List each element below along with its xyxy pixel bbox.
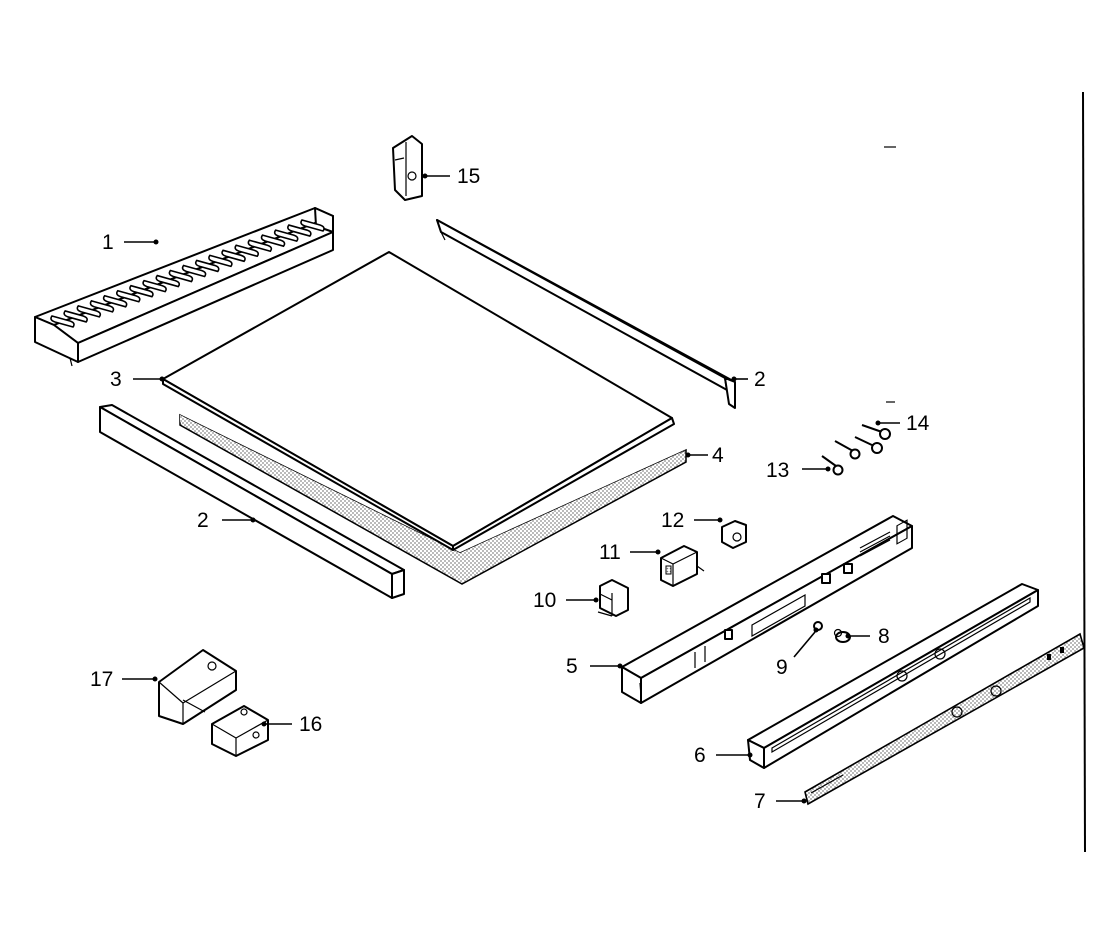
callout-17: 17 <box>90 668 113 691</box>
vent-slot <box>221 249 246 263</box>
vent-slot <box>50 315 75 328</box>
vent-slot <box>168 269 194 283</box>
vent-slot <box>208 254 233 268</box>
callout-13: 13 <box>766 459 789 482</box>
callout-4: 4 <box>712 444 724 467</box>
vent-slot <box>63 310 88 323</box>
part-2-side-rail-upper <box>436 219 736 409</box>
part-16-switch <box>211 705 269 757</box>
vent-slot <box>116 289 141 303</box>
vent-slot <box>129 284 154 298</box>
vent-slot <box>89 299 115 313</box>
vent-slot <box>102 294 128 308</box>
callout-labels: 1 3 2 2 4 15 14 13 12 11 10 5 9 8 17 16 … <box>90 165 930 813</box>
vent-slot <box>287 224 312 237</box>
vent-slot <box>155 274 181 288</box>
callout-7: 7 <box>754 790 766 813</box>
callout-leaders <box>122 173 900 804</box>
callout-1: 1 <box>102 231 114 254</box>
part-12-knob <box>721 520 747 549</box>
vent-slot <box>247 239 273 253</box>
vent-slot <box>181 264 207 278</box>
callout-10: 10 <box>533 589 556 612</box>
callout-2-upper: 2 <box>754 368 766 391</box>
vent-slot <box>300 219 325 232</box>
callout-9: 9 <box>776 656 788 679</box>
part-13-screws <box>821 440 861 476</box>
part-10-bracket <box>597 579 629 617</box>
part-17-bracket <box>158 649 237 725</box>
callout-16: 16 <box>299 713 322 736</box>
vent-slot <box>273 229 299 243</box>
part-15-clip <box>392 135 423 201</box>
callout-11: 11 <box>599 541 621 564</box>
part-14-screws <box>854 424 891 454</box>
part-4-insulation-pad <box>179 413 687 585</box>
part-11-switch <box>660 545 705 587</box>
callout-3: 3 <box>110 368 122 391</box>
part-3-cover-plate <box>162 251 675 551</box>
callout-2-lower: 2 <box>197 509 209 532</box>
vent-slot <box>76 304 102 318</box>
callout-8: 8 <box>878 625 890 648</box>
page-border-line <box>1082 91 1086 853</box>
part-2-side-rail-lower <box>99 404 405 599</box>
vent-slot <box>142 279 167 293</box>
callout-14: 14 <box>906 412 930 435</box>
part-1-vent-grille <box>34 207 334 367</box>
part-7-trim-strip <box>804 632 1085 806</box>
vent-slot <box>260 234 286 248</box>
callout-15: 15 <box>457 165 480 188</box>
part-5-control-housing <box>621 515 913 704</box>
callout-5: 5 <box>566 655 578 678</box>
vent-slot <box>194 259 220 273</box>
vent-slot <box>234 244 259 258</box>
callout-12: 12 <box>661 509 684 532</box>
callout-6: 6 <box>694 744 706 767</box>
